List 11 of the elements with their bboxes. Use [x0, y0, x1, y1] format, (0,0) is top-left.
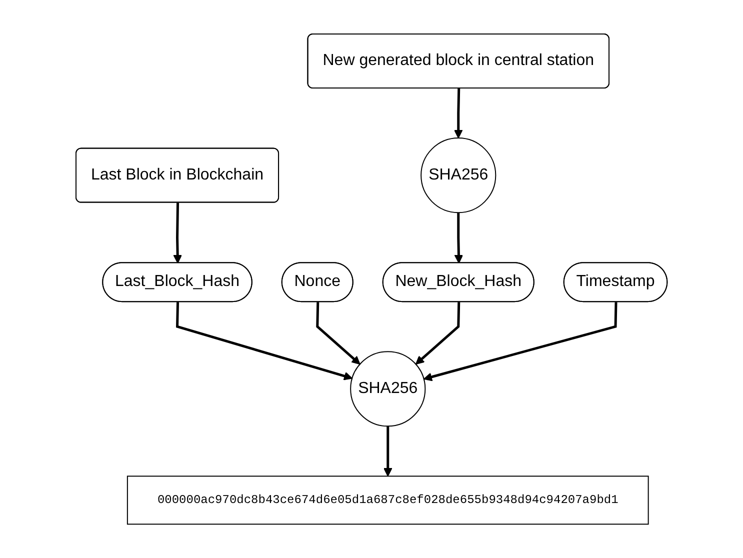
node-circle: SHA256 [350, 351, 426, 427]
arrow [423, 302, 618, 382]
arrow [415, 302, 460, 364]
arrow [383, 426, 392, 476]
node-circle: SHA256 [420, 137, 496, 213]
arrow [316, 302, 360, 364]
arrow [454, 212, 464, 264]
arrow [176, 302, 352, 380]
node-box: 000000ac970dc8b43ce674d6e05d1a687c8ef028de655b9348d94c94207a9bd1 [126, 476, 649, 525]
arrow [454, 88, 463, 138]
arrow [173, 202, 182, 264]
